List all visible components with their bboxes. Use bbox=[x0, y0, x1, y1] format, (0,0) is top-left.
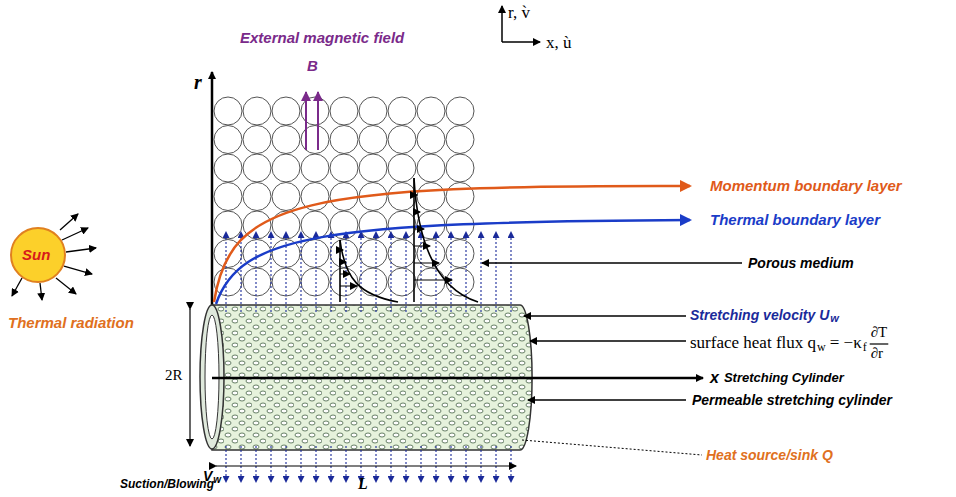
velocity-profiles bbox=[340, 178, 478, 302]
label: = −κ bbox=[830, 334, 862, 351]
label: ∂T bbox=[871, 325, 888, 340]
label: x, ù bbox=[546, 34, 572, 51]
label: External magnetic field bbox=[240, 30, 404, 45]
magnetic-field-arrows bbox=[306, 92, 318, 150]
label: Thermal radiation bbox=[8, 315, 134, 330]
label: Stretching velocity U bbox=[690, 308, 829, 322]
label: w bbox=[817, 341, 826, 353]
label: Permeable stretching cylinder bbox=[692, 393, 892, 407]
leader-lines bbox=[482, 263, 742, 400]
sun-symbol bbox=[11, 214, 96, 300]
label: r, v̀ bbox=[508, 4, 530, 21]
label: B bbox=[307, 58, 318, 73]
label: r bbox=[194, 72, 202, 92]
label: Thermal boundary layer bbox=[710, 212, 880, 227]
label: w bbox=[830, 313, 839, 324]
label: ∂r bbox=[871, 346, 883, 361]
leader-dotted bbox=[522, 440, 702, 455]
label: Suction/Blowing bbox=[120, 478, 214, 490]
x-axis bbox=[212, 377, 703, 380]
thermal-layer-curve bbox=[216, 220, 690, 304]
label: Momentum boundary layer bbox=[710, 178, 902, 193]
label: x bbox=[710, 370, 719, 386]
label: Heat source/sink Q bbox=[706, 448, 833, 462]
label: surface heat flux q bbox=[690, 334, 816, 351]
label: w bbox=[213, 475, 221, 485]
label: f bbox=[863, 341, 867, 353]
dimension-lines bbox=[190, 309, 888, 466]
label: Stretching Cylinder bbox=[724, 371, 844, 384]
momentum-layer-curve bbox=[214, 186, 690, 302]
label: 2R bbox=[165, 368, 183, 383]
label: Porous medium bbox=[748, 256, 854, 270]
label: L bbox=[358, 476, 368, 492]
label: Sun bbox=[22, 247, 50, 262]
suction-blowing-arrows bbox=[226, 232, 511, 482]
